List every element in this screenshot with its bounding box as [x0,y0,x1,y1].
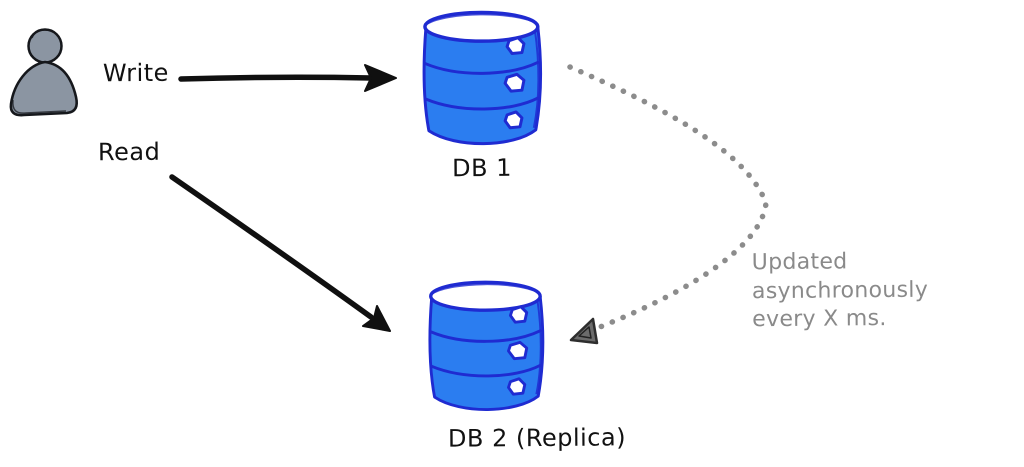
read-label: Read [97,137,161,167]
replication-dotted-arrow-icon [567,64,769,345]
db1-database-icon [422,10,543,146]
replication-annotation-line2: every X ms. [752,306,887,333]
replication-annotation-line1: Updated asynchronously [751,249,929,304]
write-arrow-icon [178,64,397,92]
db2-label: DB 2 (Replica) [447,423,627,453]
write-label: Write [102,58,169,88]
person-icon [9,28,79,117]
db2-database-icon [428,280,545,412]
db1-label: DB 1 [451,153,513,183]
read-arrow-icon [169,174,391,332]
replication-annotation: Updated asynchronously every X ms. [752,247,1024,335]
